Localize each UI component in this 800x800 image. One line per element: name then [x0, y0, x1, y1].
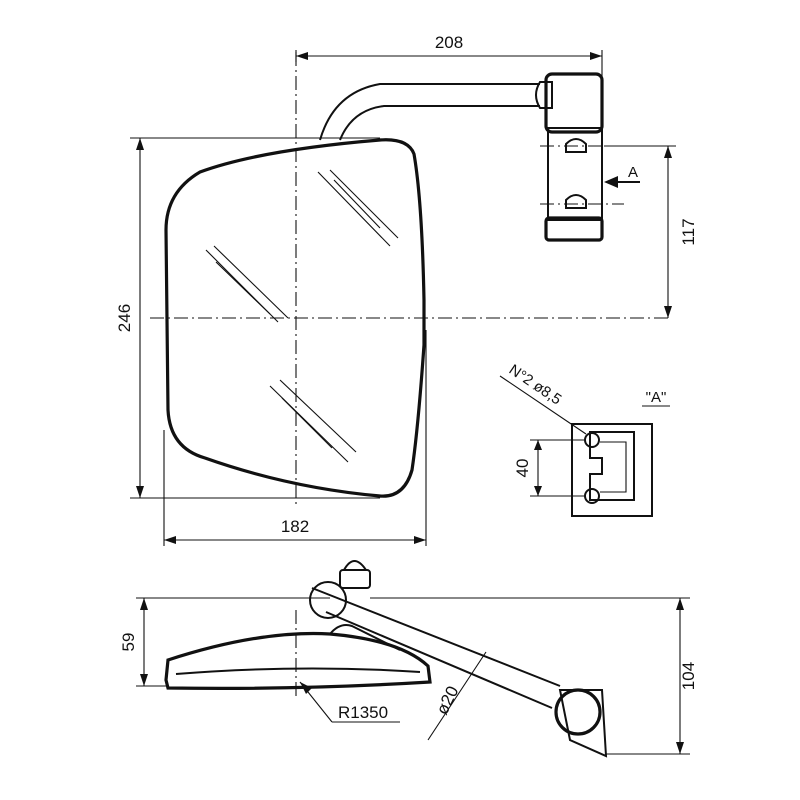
lower-hole-icon [584, 488, 600, 504]
dimension-182: 182 [163, 330, 427, 546]
bracket-base [544, 216, 604, 242]
side-bracket [558, 689, 608, 758]
top-nut-icon [339, 569, 371, 589]
top-pivot [309, 581, 347, 619]
svg-text:117: 117 [679, 218, 698, 245]
radius-label: R1350 [338, 703, 388, 722]
dimension-117: 117 [604, 145, 698, 318]
view-arrow-label: A [628, 164, 638, 181]
front-view: A 208 117 246 [115, 33, 698, 546]
view-a-plate [571, 423, 653, 517]
mirror-arm-inner [339, 105, 540, 141]
mirror-arm [319, 83, 540, 141]
bottom-pivot [554, 688, 602, 736]
upper-bolt-icon [565, 138, 587, 153]
dimension-246: 246 [115, 137, 380, 499]
dimension-40: 40 [513, 439, 584, 497]
svg-text:40: 40 [513, 459, 532, 478]
detail-view-a: "A" N°2 ø8,5 40 [499, 361, 670, 517]
svg-text:246: 246 [115, 304, 134, 332]
lower-bolt-icon [565, 194, 587, 209]
view-arrow-a: A [604, 164, 640, 188]
bracket-body [544, 72, 604, 134]
reflection-hatching [205, 169, 399, 463]
view-a-profile [589, 431, 635, 501]
bracket-plate [547, 127, 603, 221]
side-mirror-profile [164, 631, 432, 690]
diameter-label: ø20 [433, 683, 463, 718]
holes-note: N°2 ø8,5 [506, 361, 565, 408]
arm-end-cap [535, 81, 553, 109]
dimension-208: 208 [295, 33, 603, 76]
side-view: R1350 ø20 59 104 [119, 560, 698, 758]
view-a-title: "A" [646, 389, 667, 406]
svg-text:182: 182 [281, 517, 309, 536]
mirror-outline [164, 138, 426, 498]
svg-text:104: 104 [679, 662, 698, 690]
dimension-59: 59 [119, 597, 330, 687]
side-arm-tube [311, 587, 561, 687]
dimension-104: 104 [370, 597, 698, 755]
svg-text:208: 208 [435, 33, 463, 52]
upper-hole-icon [584, 432, 600, 448]
svg-text:59: 59 [119, 633, 138, 652]
